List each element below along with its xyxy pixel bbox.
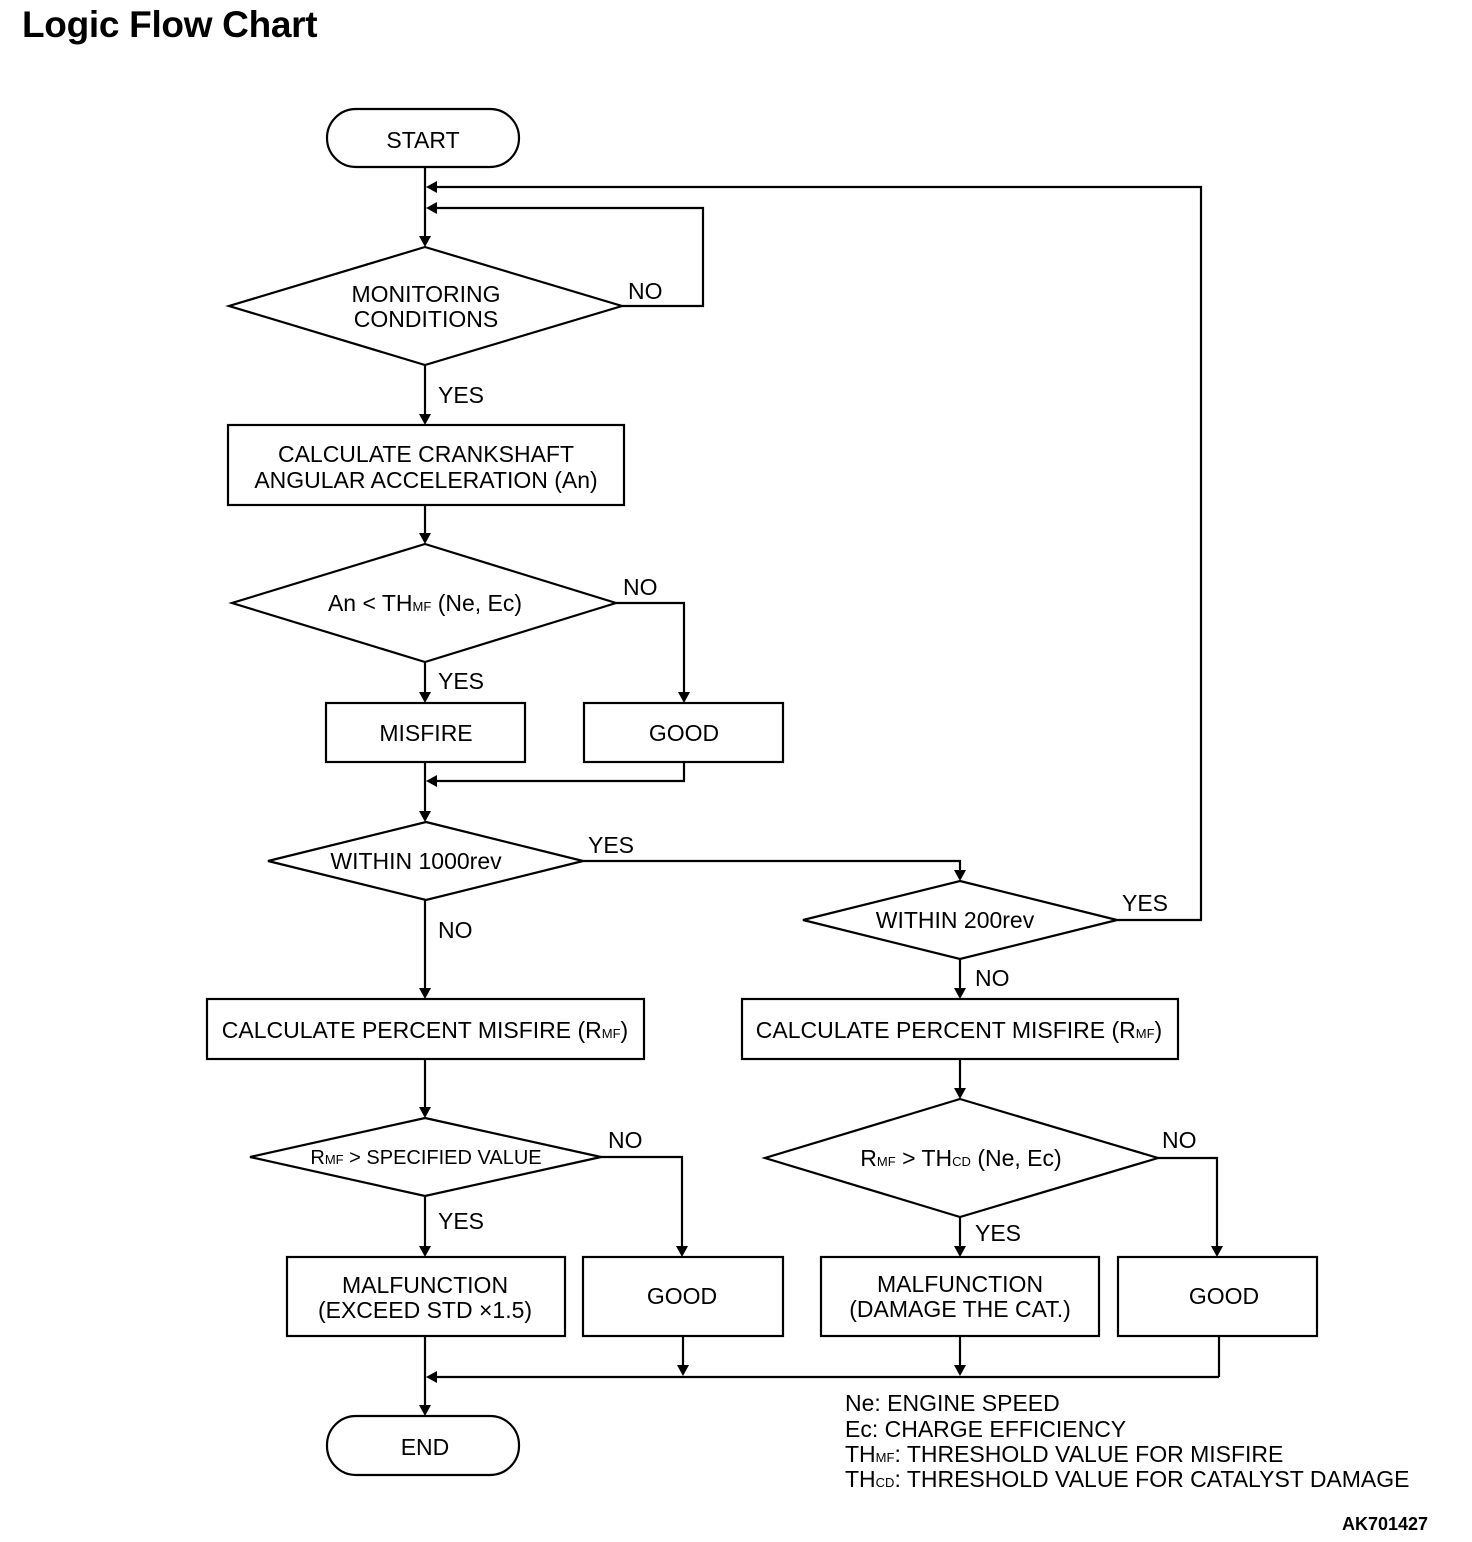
edge-label-monitoring-no: NO [628,278,663,304]
end-label: END [401,1434,450,1460]
arrowhead [419,1405,431,1416]
calc-accel-line1: CALCULATE CRANKSHAFT [278,441,574,467]
calc-percent-right-label: CALCULATE PERCENT MISFIRE (RMF) [756,1017,1162,1043]
page-title: Logic Flow Chart [22,4,318,45]
malfunction-damage-cat-process [819,1255,1101,1338]
edge-within200-yes-loop [436,185,1203,922]
arrowhead [426,202,437,214]
arrowhead [419,988,431,999]
edge-good1-merge [436,762,686,783]
arrowhead [678,692,690,703]
arrowhead [954,1365,966,1376]
arrowhead [419,1246,431,1257]
arrowhead [677,1365,689,1376]
malf-std-line2: (EXCEED STD ×1.5) [318,1297,532,1323]
start-terminal [325,107,521,169]
arrowhead [954,988,966,999]
arrowhead [676,1246,688,1257]
arrowhead [419,811,431,822]
document-id: AK701427 [1342,1514,1429,1534]
monitoring-label-line2: CONDITIONS [354,306,498,332]
good-process-2 [581,1255,785,1338]
an-threshold-label: An < THMF (Ne, Ec) [328,590,522,616]
misfire-label: MISFIRE [379,720,472,746]
edge-label-w200-no: NO [975,965,1010,991]
good-label-2: GOOD [647,1283,717,1309]
edge-an-no [616,601,686,693]
malf-cat-line2: (DAMAGE THE CAT.) [849,1296,1071,1322]
arrowhead [426,1371,437,1383]
edge-label-w1000-yes: YES [588,832,634,858]
edge-label-spec-yes: YES [438,1208,484,1234]
edge-spec-no [601,1155,684,1247]
arrowhead [419,692,431,703]
edge-thcd-no [1158,1156,1219,1247]
edge-label-thcd-yes: YES [975,1220,1021,1246]
edge-label-w200-yes: YES [1122,890,1168,916]
calc-accel-line2: ANGULAR ACCELERATION (An) [254,467,597,493]
edge-label-thcd-no: NO [1162,1127,1197,1153]
legend: Ne: ENGINE SPEED Ec: CHARGE EFFICIENCY T… [845,1390,1410,1492]
calc-percent-left-label: CALCULATE PERCENT MISFIRE (RMF) [222,1017,628,1043]
malf-std-line1: MALFUNCTION [342,1272,508,1298]
arrowhead [426,181,437,193]
rmf-thcd-label: RMF > THCD (Ne, Ec) [860,1145,1061,1171]
edge-within1000-yes [583,859,962,871]
start-label: START [386,127,459,153]
legend-item-ec: Ec: CHARGE EFFICIENCY [845,1416,1126,1442]
edge-label-monitoring-yes: YES [438,382,484,408]
arrowhead [954,1088,966,1099]
malfunction-exceed-std-process [285,1255,567,1338]
arrowhead [419,1107,431,1118]
edge-monitoring-no-loop [436,206,705,308]
calc-percent-misfire-right-process [740,997,1180,1061]
good-process-3 [1116,1255,1319,1338]
arrowhead [419,414,431,425]
edge-label-w1000-no: NO [438,917,473,943]
edge-label-spec-no: NO [608,1127,643,1153]
within-1000rev-label: WITHIN 1000rev [330,848,502,874]
calc-percent-misfire-left-process [205,997,646,1061]
arrowhead [954,870,966,881]
arrowhead [419,533,431,544]
edge-label-an-no: NO [623,574,658,600]
end-terminal [325,1414,521,1477]
legend-item-thmf: THMF: THRESHOLD VALUE FOR MISFIRE [845,1441,1283,1467]
monitoring-label-line1: MONITORING [351,281,500,307]
good-label-3: GOOD [1189,1283,1259,1309]
legend-item-thcd: THCD: THRESHOLD VALUE FOR CATALYST DAMAG… [845,1466,1410,1492]
good-label-1: GOOD [649,720,719,746]
rmf-specified-label: RMF > SPECIFIED VALUE [310,1147,541,1169]
arrowhead [954,1246,966,1257]
edge-label-an-yes: YES [438,668,484,694]
within-200rev-label: WITHIN 200rev [876,907,1035,933]
malf-cat-line1: MALFUNCTION [877,1271,1043,1297]
arrowhead [1211,1246,1223,1257]
calc-angular-accel-process [226,423,626,507]
arrowhead [419,236,431,247]
arrowhead [426,775,437,787]
legend-item-ne: Ne: ENGINE SPEED [845,1390,1060,1416]
